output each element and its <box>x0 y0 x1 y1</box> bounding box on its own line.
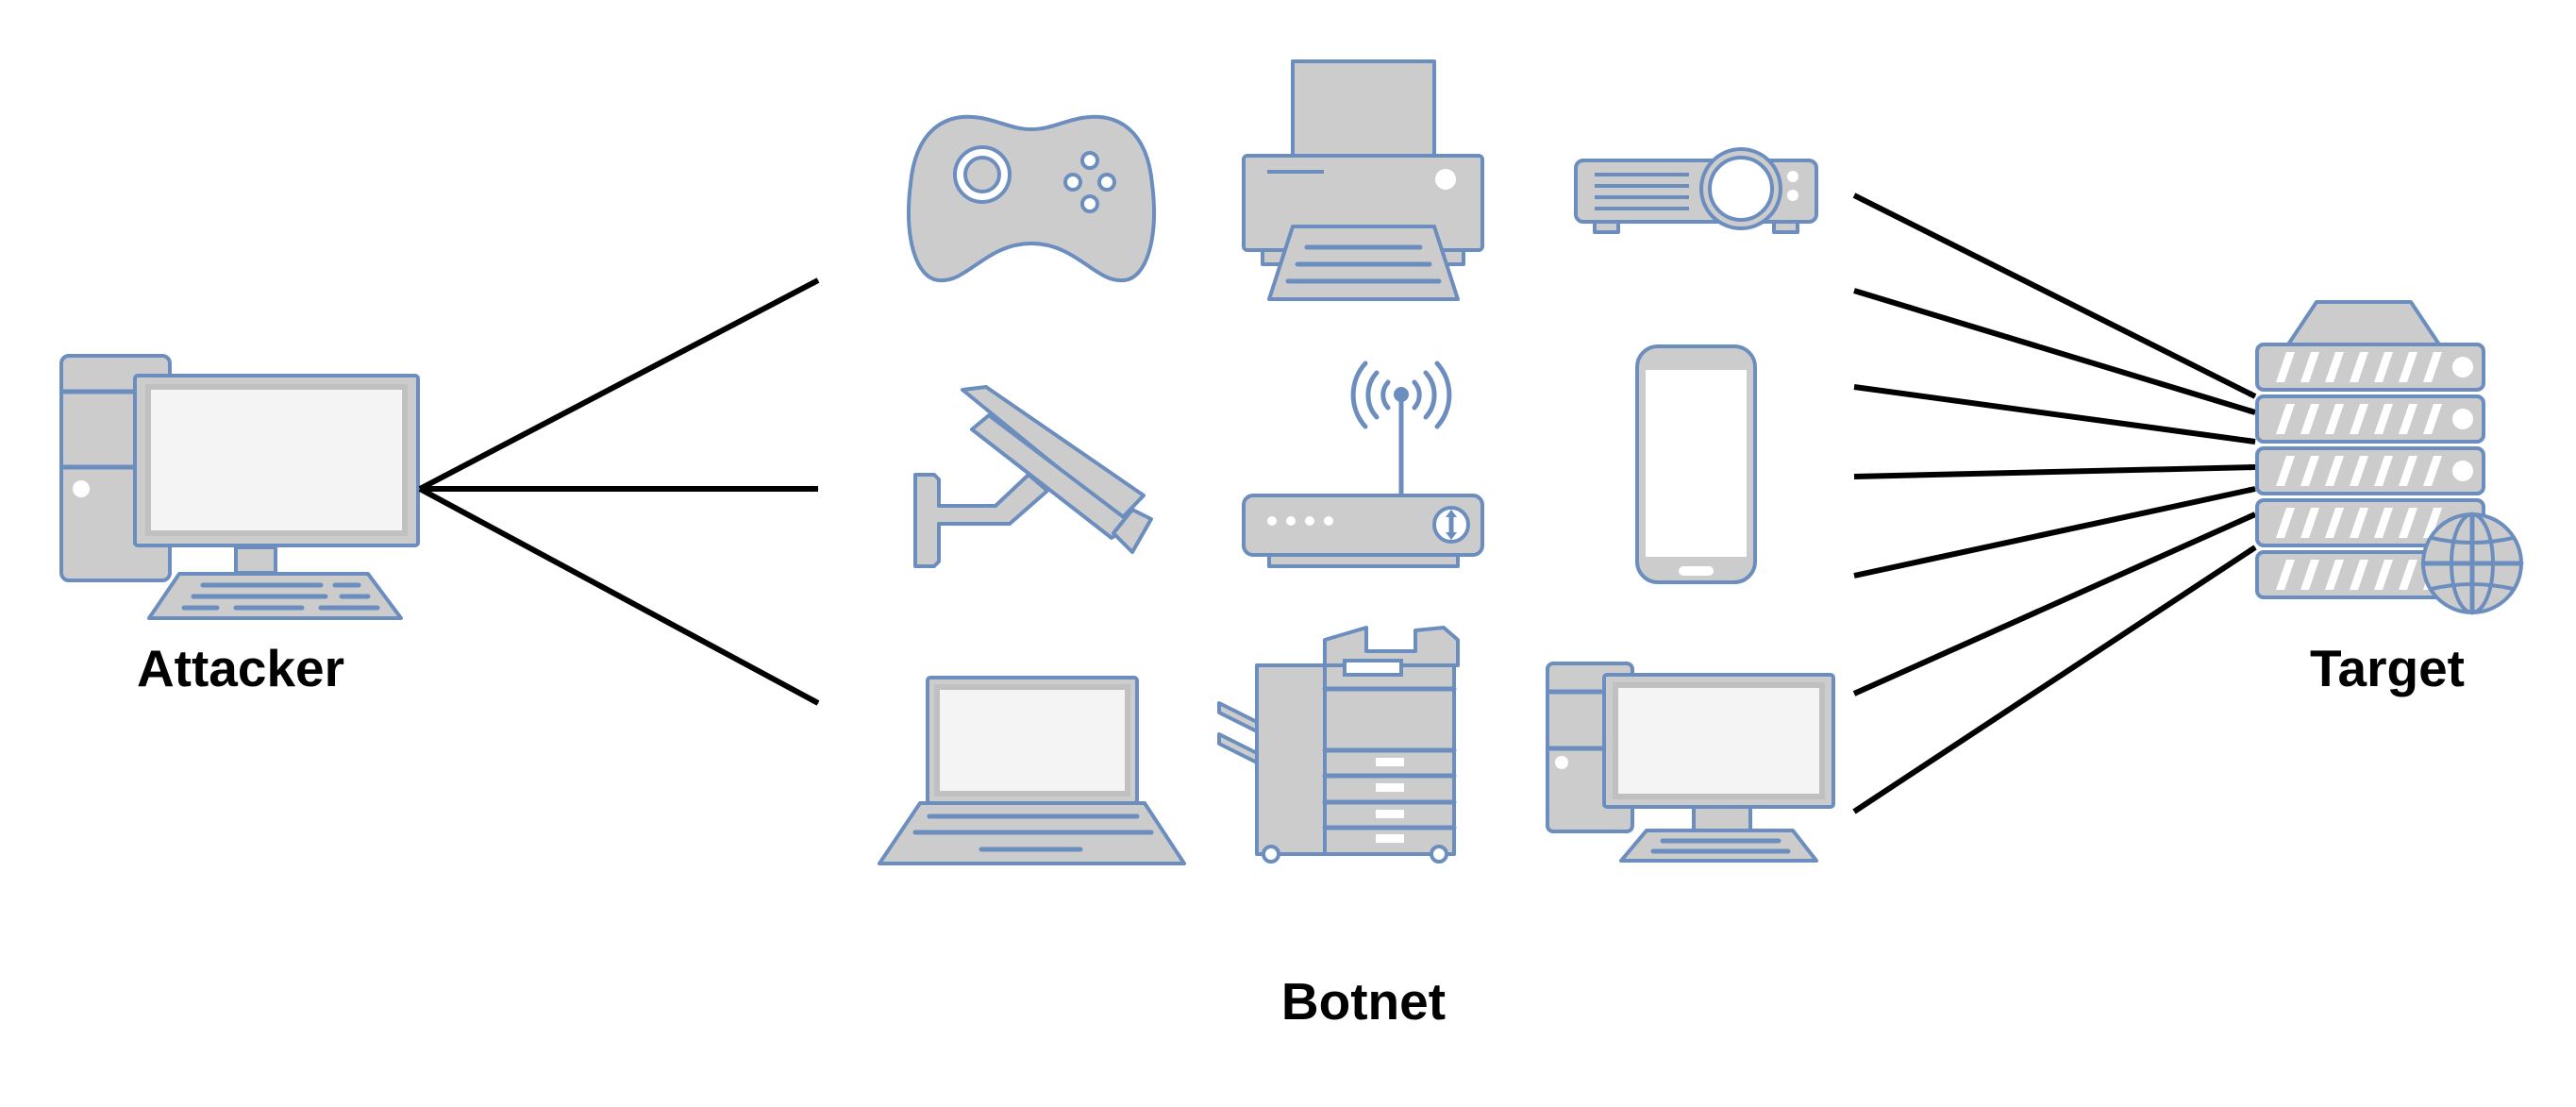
arrow-botnet-to-target-1 <box>1852 193 2257 399</box>
desktop-computer-icon <box>1546 662 1835 863</box>
security-camera-icon <box>913 385 1153 568</box>
arrow-botnet-to-target-2 <box>1853 288 2256 415</box>
arrow-botnet-to-target-7 <box>1852 545 2257 814</box>
arrow-botnet-to-target-3 <box>1853 384 2256 444</box>
server-unit <box>2255 446 2485 495</box>
target-label: Target <box>2310 639 2465 697</box>
globe-icon <box>2420 512 2524 615</box>
botnet-label: Botnet <box>1281 972 1446 1031</box>
attacker-label: Attacker <box>137 639 344 697</box>
botnet-arrows <box>1852 193 2257 814</box>
server-unit <box>2255 343 2485 392</box>
smartphone-icon <box>1635 344 1757 584</box>
arrow-attacker-to-bottom-row <box>418 486 820 706</box>
arrow-attacker-to-top-row <box>418 277 820 492</box>
attacker-arrows <box>418 277 820 706</box>
game-controller-icon <box>907 114 1156 283</box>
laptop-icon <box>878 676 1186 865</box>
attacker-computer-icon <box>59 354 420 620</box>
arrow-botnet-to-target-6 <box>1852 512 2257 696</box>
server-unit <box>2255 394 2485 444</box>
server-unit <box>2255 498 2485 547</box>
printer-icon <box>1242 59 1484 301</box>
arrow-botnet-to-target-5 <box>1853 486 2256 579</box>
arrow-botnet-to-target-4 <box>1853 463 2256 479</box>
multifunction-copier-icon <box>1217 626 1460 864</box>
projector-icon <box>1574 147 1818 234</box>
target-server-icon <box>2255 300 2524 615</box>
wireless-router-icon <box>1242 361 1484 568</box>
